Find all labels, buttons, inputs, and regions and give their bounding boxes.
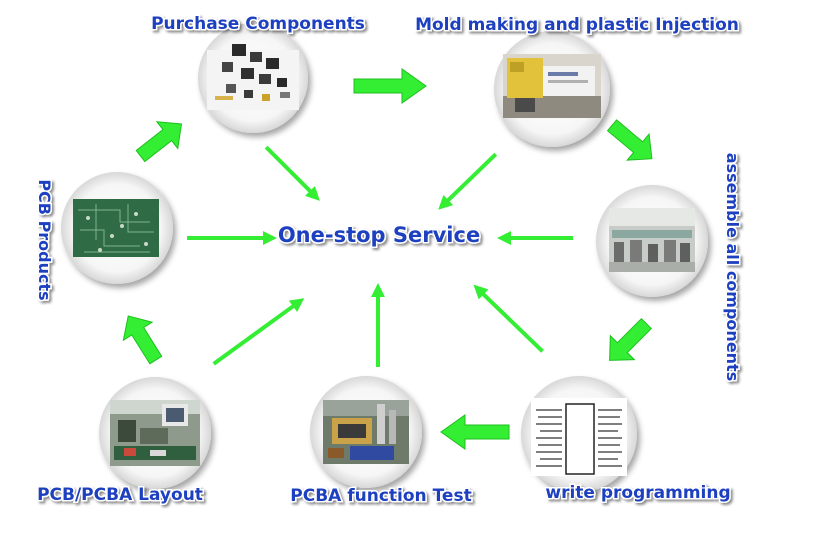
pcb-board-photo-icon: [73, 199, 159, 257]
spoke-test-to-center: [371, 283, 385, 367]
components-photo-icon: [207, 44, 299, 110]
label-center: One-stop Service: [278, 223, 480, 247]
label-test: PCBA function Test: [290, 486, 471, 506]
node-layout: [99, 377, 211, 489]
node-purchase: [198, 23, 308, 133]
node-test: [310, 376, 422, 488]
arrows: [122, 68, 653, 450]
spoke-assemble-to-center: [497, 231, 573, 245]
spoke-purchase-to-center: [264, 145, 320, 201]
chip-pinout-photo-icon: [531, 398, 627, 476]
label-mold: Mold making and plastic Injection: [415, 15, 739, 35]
arrow-assemble-to-write: [609, 317, 653, 361]
assembly-line-photo-icon: [609, 208, 695, 272]
arrow-mold-to-assemble: [606, 119, 653, 161]
arrow-purchase-to-mold: [353, 68, 427, 104]
arrow-layout-to-pcb: [122, 315, 163, 365]
spoke-mold-to-center: [438, 152, 498, 210]
label-write: write programming: [545, 483, 730, 503]
spoke-layout-to-center: [212, 298, 305, 366]
node-mold: [494, 31, 610, 147]
arrow-write-to-test: [440, 414, 510, 450]
label-assemble: assemble all components: [723, 153, 742, 381]
node-assemble: [596, 185, 708, 297]
node-pcb: [61, 172, 173, 284]
injection-machine-photo-icon: [503, 54, 601, 118]
arrow-pcb-to-purchase: [135, 121, 183, 163]
label-pcb: PCB Products: [35, 179, 54, 300]
labels: Purchase Components Mold making and plas…: [34, 13, 744, 508]
label-purchase: Purchase Components: [151, 14, 365, 34]
spoke-pcb-to-center: [187, 231, 277, 245]
workstation-photo-icon: [110, 400, 200, 466]
test-fixture-photo-icon: [323, 400, 409, 464]
node-write: [521, 376, 637, 492]
label-layout: PCB/PCBA Layout: [37, 485, 203, 505]
spoke-write-to-center: [473, 284, 544, 353]
